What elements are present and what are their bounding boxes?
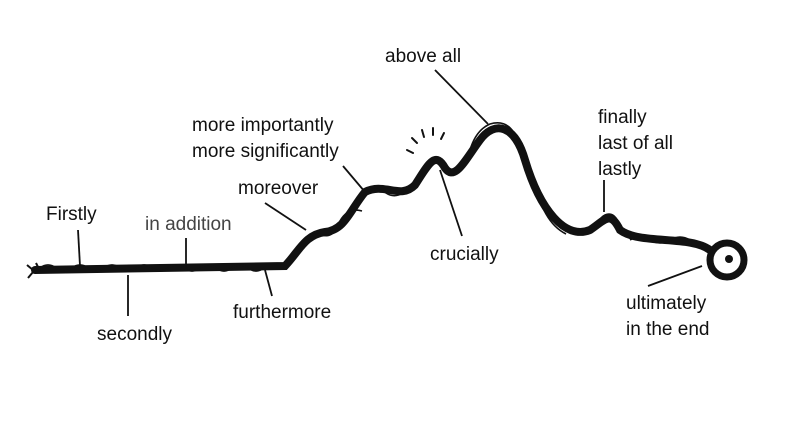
label-more-importantly: more importantly <box>192 115 334 136</box>
label-above-all: above all <box>385 46 461 67</box>
pointer-moreover <box>264 202 307 231</box>
label-firstly: Firstly <box>46 204 97 225</box>
label-moreover: moreover <box>238 178 319 199</box>
pointer-lines <box>77 69 703 316</box>
pointer-firstly <box>77 229 81 267</box>
label-more-significantly: more significantly <box>192 141 339 162</box>
pointer-above-all <box>434 69 489 125</box>
label-in-the-end: in the end <box>626 319 709 340</box>
label-in-addition: in addition <box>145 214 232 235</box>
road-scribble <box>39 122 691 272</box>
end-target-outer <box>706 239 748 281</box>
road-path <box>31 124 714 274</box>
pointer-ultimately <box>647 265 703 287</box>
label-lastly: lastly <box>598 159 642 180</box>
road-start-fray <box>26 262 41 279</box>
label-finally: finally <box>598 107 647 128</box>
label-crucially: crucially <box>430 244 499 265</box>
label-secondly: secondly <box>97 324 172 345</box>
pointer-furthermore <box>264 269 273 297</box>
pointer-crucially <box>439 169 463 237</box>
label-ultimately: ultimately <box>626 293 707 314</box>
spark-icon <box>406 127 445 154</box>
pointer-more-significantly <box>342 165 366 193</box>
end-target-inner <box>725 255 733 263</box>
label-last-of-all: last of all <box>598 133 673 154</box>
label-furthermore: furthermore <box>233 302 331 323</box>
